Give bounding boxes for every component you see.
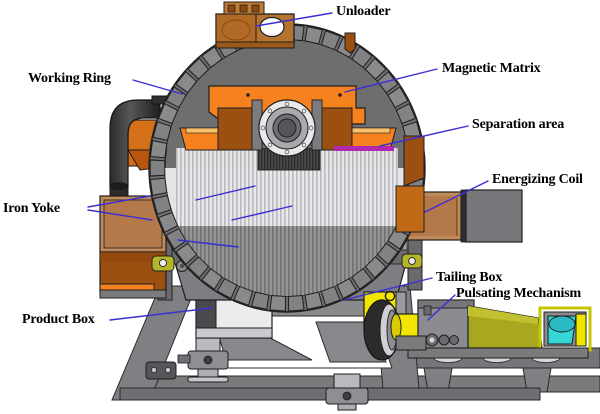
ring-segment	[165, 227, 187, 250]
label-pulsating-mechanism: Pulsating Mechanism	[456, 286, 581, 301]
ring-segment	[175, 70, 198, 94]
ring-segment	[149, 159, 166, 177]
ring-segment	[320, 30, 341, 51]
ring-segment	[175, 242, 198, 266]
label-unloader: Unloader	[336, 4, 391, 19]
ring-segment	[376, 242, 399, 266]
label-magnetic-matrix: Magnetic Matrix	[442, 61, 541, 76]
working-ring-part	[148, 23, 426, 313]
ring-segment	[320, 285, 341, 306]
leader-separation-long	[231, 205, 293, 221]
ring-segment	[336, 277, 358, 300]
ring-segment	[304, 291, 323, 311]
leader-working-ring	[132, 79, 183, 95]
ring-segment	[269, 294, 287, 312]
leader-iron-yoke-b	[87, 209, 153, 221]
ring-segment	[201, 45, 223, 69]
label-working-ring: Working Ring	[28, 71, 111, 86]
ring-segment	[152, 121, 172, 141]
leader-magnetic-matrix	[344, 68, 438, 93]
ring-segment	[304, 25, 323, 45]
ring-segment	[157, 103, 179, 125]
ring-segment	[351, 45, 373, 69]
unloader-part	[215, 1, 295, 49]
leader-matrix-lower	[177, 239, 239, 248]
ring-segment	[201, 267, 223, 291]
ring-segment	[395, 103, 417, 125]
ring-segment	[149, 139, 168, 159]
label-iron-yoke: Iron Yoke	[3, 201, 60, 216]
ring-segment	[251, 291, 270, 311]
label-product-box: Product Box	[22, 312, 95, 327]
leader-matrix-body	[195, 185, 256, 201]
leader-pulsating	[427, 294, 456, 321]
ring-segment	[387, 86, 409, 109]
ring-segment	[351, 267, 373, 291]
leader-unloader	[255, 12, 333, 27]
foot-right-center	[325, 373, 369, 411]
ring-segment	[157, 211, 179, 233]
leader-separation-area	[379, 125, 469, 147]
leader-product-box	[109, 307, 213, 321]
label-separation-area: Separation area	[472, 117, 565, 132]
leader-energizing-coil	[424, 180, 489, 213]
leader-tailing-box	[343, 277, 433, 301]
leader-iron-yoke-a	[87, 195, 151, 208]
leader-lines	[87, 12, 489, 321]
ring-segment	[216, 277, 238, 300]
ring-segment	[364, 256, 387, 279]
label-energizing-coil: Energizing Coil	[492, 172, 583, 187]
ring-segment	[152, 195, 172, 215]
ring-segment	[233, 285, 254, 306]
pulsating-mechanism-part	[390, 299, 592, 359]
ring-segment	[149, 177, 168, 197]
ring-segment	[187, 57, 210, 80]
foot-left	[177, 337, 229, 383]
ring-segment	[364, 57, 387, 80]
label-tailing-box: Tailing Box	[436, 270, 503, 285]
ring-segment	[187, 256, 210, 279]
ring-segment	[287, 294, 305, 312]
